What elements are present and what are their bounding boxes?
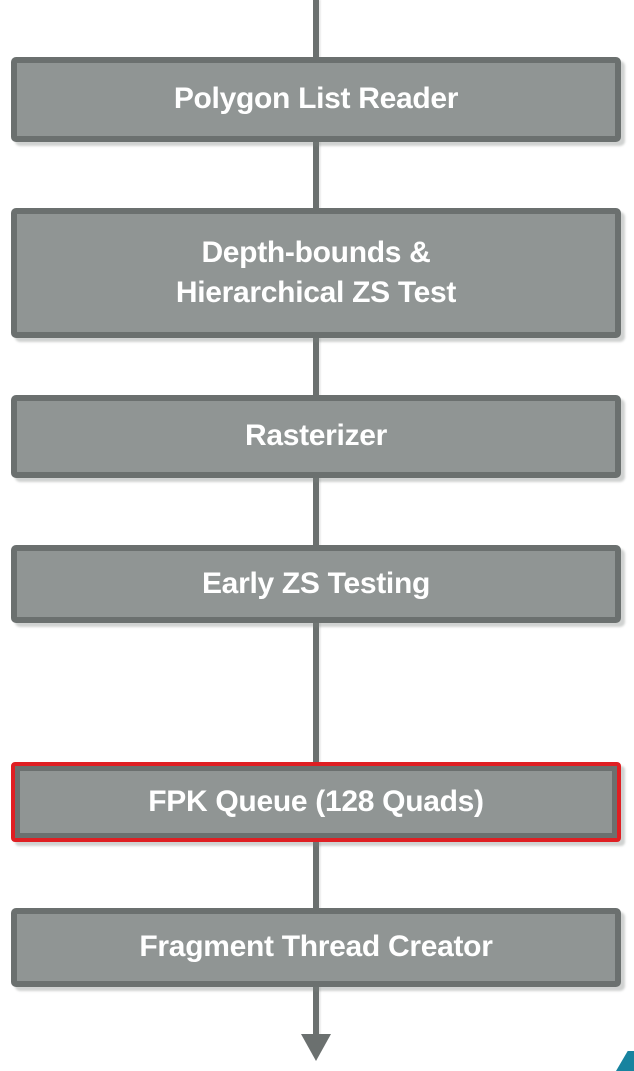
flow-node-label: Depth-bounds & Hierarchical ZS Test [175,235,457,310]
flow-node-label: Rasterizer [244,419,388,453]
flow-node-fpk-queue: FPK Queue (128 Quads) [11,762,621,842]
corner-accent-shape [616,1051,634,1071]
arrow-down-icon [301,1034,331,1061]
flow-node-depth-bounds-hierarchical-zs-test: Depth-bounds & Hierarchical ZS Test [11,208,621,338]
flow-node-label: Fragment Thread Creator [139,930,493,964]
flow-node-rasterizer: Rasterizer [11,395,621,478]
flow-node-label: Polygon List Reader [173,82,459,116]
flow-node-label: Early ZS Testing [201,566,431,600]
flow-node-label: FPK Queue (128 Quads) [148,784,484,818]
flow-node-fragment-thread-creator: Fragment Thread Creator [11,908,621,987]
flow-node-early-zs-testing: Early ZS Testing [11,545,621,623]
flow-node-polygon-list-reader: Polygon List Reader [11,57,621,142]
connector-line [313,0,319,1040]
